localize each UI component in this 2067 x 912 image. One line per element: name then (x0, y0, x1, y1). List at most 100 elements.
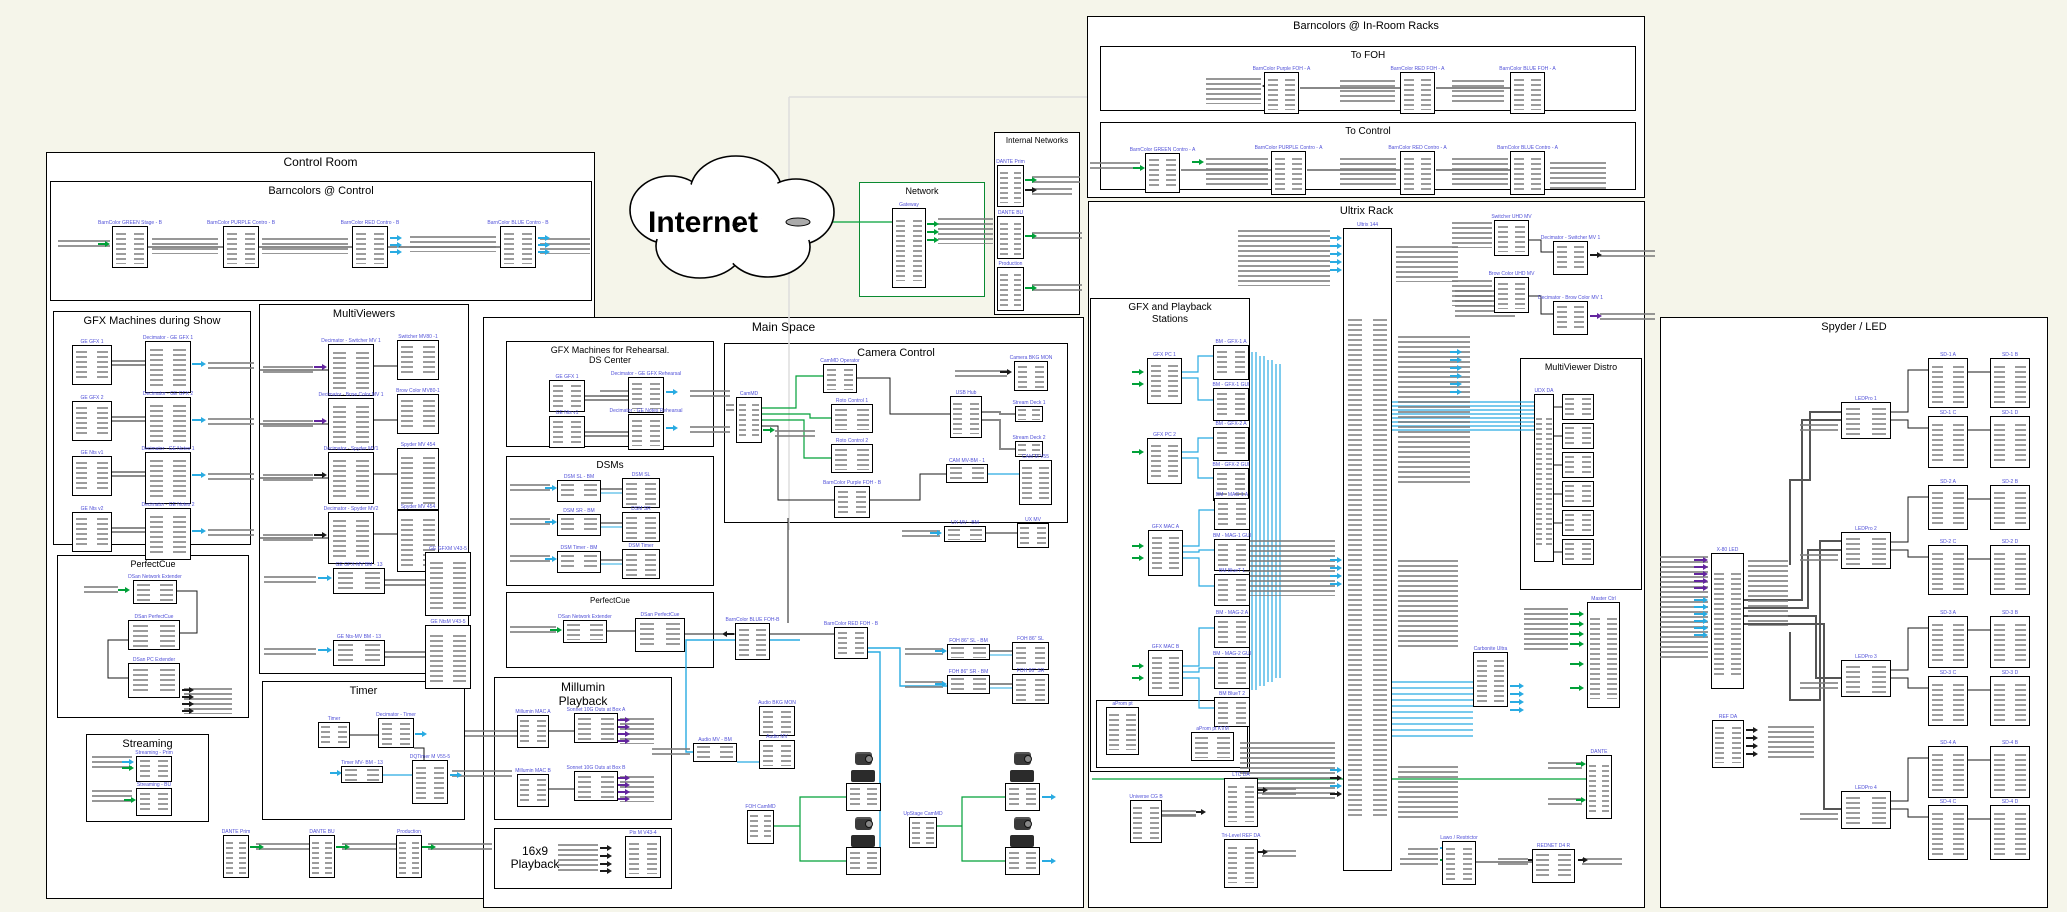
node-sd-3-c[interactable]: SD-3 C (1928, 671, 1968, 726)
node-ge-gfx-2[interactable]: GE GFX 2 (72, 396, 112, 441)
node-roto-3[interactable]: Roto-3 (1005, 778, 1040, 811)
node-bm-mag-1-a[interactable]: BM - MAG-1 A (1214, 493, 1250, 530)
node-sd-2-c[interactable]: SD-2 C (1928, 540, 1968, 595)
node-gfx-mac-b[interactable]: GFX MAC B (1148, 645, 1183, 696)
node-dsan-perfectcue[interactable]: DSan PerfectCue (128, 615, 180, 650)
node-roto-control-1[interactable]: Roto Control 1 (831, 399, 873, 433)
node-audio-bkg-mon[interactable]: Audio BKG MON (758, 701, 796, 736)
node-barncolor-purple-contro-a[interactable]: BarnColor PURPLE Contro - A (1255, 146, 1322, 195)
node-item[interactable] (1562, 452, 1594, 478)
node-camera-bkg-mon[interactable]: Camera BKG MON (1010, 356, 1052, 391)
node-brow-color-mv80-1[interactable]: Brow Color MV80-1 (396, 389, 440, 434)
node-barncolor-purple-foh-a[interactable]: BarnColor Purple FOH - A (1253, 67, 1310, 114)
node-dante-prim[interactable]: DANTE Prim (222, 830, 250, 878)
node-switcher-uhd-mv[interactable]: Switcher UHD MV (1491, 215, 1532, 256)
node-production[interactable]: Production (997, 262, 1024, 311)
node-barncolor-red-contro-a[interactable]: BarnColor RED Contro - A (1388, 146, 1447, 195)
node-dsm-sl[interactable]: DSM SL (622, 473, 660, 508)
node-usb-hub[interactable]: USB Hub (950, 391, 982, 438)
node-ge-nts-mv-bm-13[interactable]: GE Nts-MV BM - 13 (333, 635, 385, 666)
node-decimator-ge-gfx-1[interactable]: Decimator - GE GFX 1 (143, 336, 193, 393)
node-audio-mv-bm[interactable]: Audio MV - BM (693, 738, 737, 762)
node-decimator-brow-color-mv-1[interactable]: Decimator - Brow Color MV 1 (1538, 296, 1603, 335)
node-ledpro-3[interactable]: LEDPro 3 (1841, 655, 1891, 697)
node-barncolor-green-contro-a[interactable]: BarnColor GREEN Contro - A (1130, 148, 1195, 193)
node-decimator-ge-gfx-2[interactable]: Decimator - GE GFX 2 (143, 392, 193, 449)
node-carbonite-ultra[interactable]: Carbonite Ultra (1473, 647, 1508, 707)
node-roto-control-2[interactable]: Roto Control 2 (831, 439, 873, 473)
node-ge-nts-v2[interactable]: GE Nts v2 (72, 507, 112, 552)
node-item[interactable] (1562, 539, 1594, 565)
node-sd-1-a[interactable]: SD-1 A (1928, 353, 1968, 408)
node-decimator-spyder-mv1[interactable]: Decimator - Spyder MV1 (324, 447, 378, 504)
node-ge-gfx-mv-bm-13[interactable]: GE GFX-MV BM - 13 (333, 563, 385, 594)
node-foh-86-sr[interactable]: FOH 86" SR (1012, 669, 1049, 704)
node-barncolor-blue-contro-b[interactable]: BarnColor BLUE Contro - B (487, 221, 549, 268)
node-gfx-mac-a[interactable]: GFX MAC A (1148, 525, 1183, 576)
node-dsan-perfectcue[interactable]: DSan PerfectCue (635, 613, 685, 652)
node-dsm-sr-bm[interactable]: DSM SR - BM (557, 509, 601, 536)
node-dsm-sl-bm[interactable]: DSM SL - BM (557, 475, 601, 502)
node-foh-86-sr-bm[interactable]: FOH 86" SR - BM (947, 670, 990, 694)
node-ledpro-4[interactable]: LEDPro 4 (1841, 786, 1891, 829)
node-sd-2-b[interactable]: SD-2 B (1990, 480, 2030, 530)
node-dsan-network-extender[interactable]: DSan Network Extender (128, 575, 182, 604)
node-cammd[interactable]: CamMD (736, 392, 762, 443)
node-decimator-ge-notes-2[interactable]: Decimator - GE Notes 2 (141, 503, 195, 560)
node-foh-86-sl[interactable]: FOH 86" SL (1012, 637, 1049, 670)
node-ltc-da[interactable]: LTC DA (1224, 773, 1258, 827)
node-tri-level-ref-da[interactable]: Tri-Level REF DA (1222, 834, 1261, 888)
node-bm-gfx-1-gui[interactable]: BM - GFX-1 GUI (1213, 383, 1249, 421)
node-timer[interactable]: Timer (318, 717, 350, 748)
node-production[interactable]: Production (396, 830, 422, 878)
node-audio-mv[interactable]: Audio MV (759, 735, 795, 769)
node-sd-2-a[interactable]: SD-2 A (1928, 480, 1968, 530)
node-lawo-restrictor[interactable]: Lawo / Restrictor (1440, 836, 1478, 885)
node-foh-86-sl-bm[interactable]: FOH 86" SL - BM (947, 639, 990, 660)
node-sd-3-b[interactable]: SD-3 B (1990, 611, 2030, 668)
node-ledpro-2[interactable]: LEDPro 2 (1841, 527, 1891, 569)
node-sd-4-b[interactable]: SD-4 B (1990, 741, 2030, 798)
node-foh-cammd[interactable]: FOH CamMD (745, 805, 776, 844)
node-udx-da[interactable]: UDX DA (1534, 389, 1554, 562)
node-sd-1-c[interactable]: SD-1 C (1928, 411, 1968, 468)
node-master-ctrl[interactable]: Master Ctrl (1587, 597, 1620, 708)
node-bm-gfx-1-a[interactable]: BM - GFX-1 A (1213, 340, 1249, 380)
node-ge-nts-v1[interactable]: GE Nts v1 (72, 451, 112, 496)
node-ge-gfxm-v43-5[interactable]: GE GFXM V43-5 (425, 547, 471, 616)
node-bm-bluet-2[interactable]: BM BlueT 2 (1214, 692, 1250, 727)
node-sonnet-10g-outs-at-box-a[interactable]: Sonnet 10G Outs at Box A (567, 708, 625, 743)
node-sd-2-d[interactable]: SD-2 D (1990, 540, 2030, 595)
node-barncolor-purple-contro-b[interactable]: BarnColor PURPLE Contro - B (207, 221, 275, 268)
node-gfx-pc-2[interactable]: GFX PC 2 (1147, 433, 1182, 484)
node-aprom-pt[interactable]: aProm pt (1106, 702, 1139, 755)
node-cam-mv-bm-1[interactable]: CAM MV-BM - 1 (946, 459, 988, 483)
node-sd-1-b[interactable]: SD-1 B (1990, 353, 2030, 408)
node-aprom-pt-kvm[interactable]: aProm pt KVM (1191, 727, 1234, 761)
node-ux-mv[interactable]: UX MV (1017, 518, 1049, 548)
node-ge-gfx-1[interactable]: GE GFX 1 (549, 375, 585, 412)
node-item[interactable] (1562, 510, 1594, 536)
node-dsan-network-extender[interactable]: DSan Network Extender (558, 615, 612, 643)
node-bm-gfx-2-gui[interactable]: BM - GFX-2 GUI (1213, 463, 1249, 501)
node-barncolor-red-contro-b[interactable]: BarnColor RED Contro - B (341, 221, 399, 268)
node-sd-3-a[interactable]: SD-3 A (1928, 611, 1968, 668)
node-ledpro-1[interactable]: LEDPro 1 (1841, 397, 1891, 439)
node-ge-ntsm-v43-5[interactable]: GE NtsM V43-5 (425, 620, 471, 689)
node-pix-m-v43-4[interactable]: Pix M V43-4 (625, 831, 661, 878)
node-spyder-mv-454[interactable]: Spyder MV 454 (397, 443, 439, 510)
node-dqtimer-m-v55-5[interactable]: DQTimer M V55-5 (410, 755, 450, 804)
node-decimator-spyder-mv2[interactable]: Decimator - Spyder MV2 (324, 507, 378, 564)
node-decimator-ge-notes-1[interactable]: Decimator - GE Notes 1 (141, 447, 195, 504)
node-item[interactable] (1562, 481, 1594, 507)
node-roto-4[interactable]: Roto-4 (1005, 842, 1040, 875)
node-upstage-cammd[interactable]: UpStage CamMD (903, 812, 943, 848)
node-millumin-mac-a[interactable]: Millumin MAC A (515, 710, 551, 748)
node-dante[interactable]: DANTE (1586, 750, 1612, 819)
node-dante-prim[interactable]: DANTE Prim (996, 160, 1025, 207)
node-barncolor-green-stage-b[interactable]: BarnColor GREEN Stage - B (98, 221, 162, 268)
node-millumin-mac-b[interactable]: Millumin MAC B (515, 769, 551, 807)
node-x-80-led[interactable]: X-80 LED (1711, 548, 1744, 689)
node-sd-1-d[interactable]: SD-1 D (1990, 411, 2030, 468)
node-sd-4-d[interactable]: SD-4 D (1990, 800, 2030, 860)
